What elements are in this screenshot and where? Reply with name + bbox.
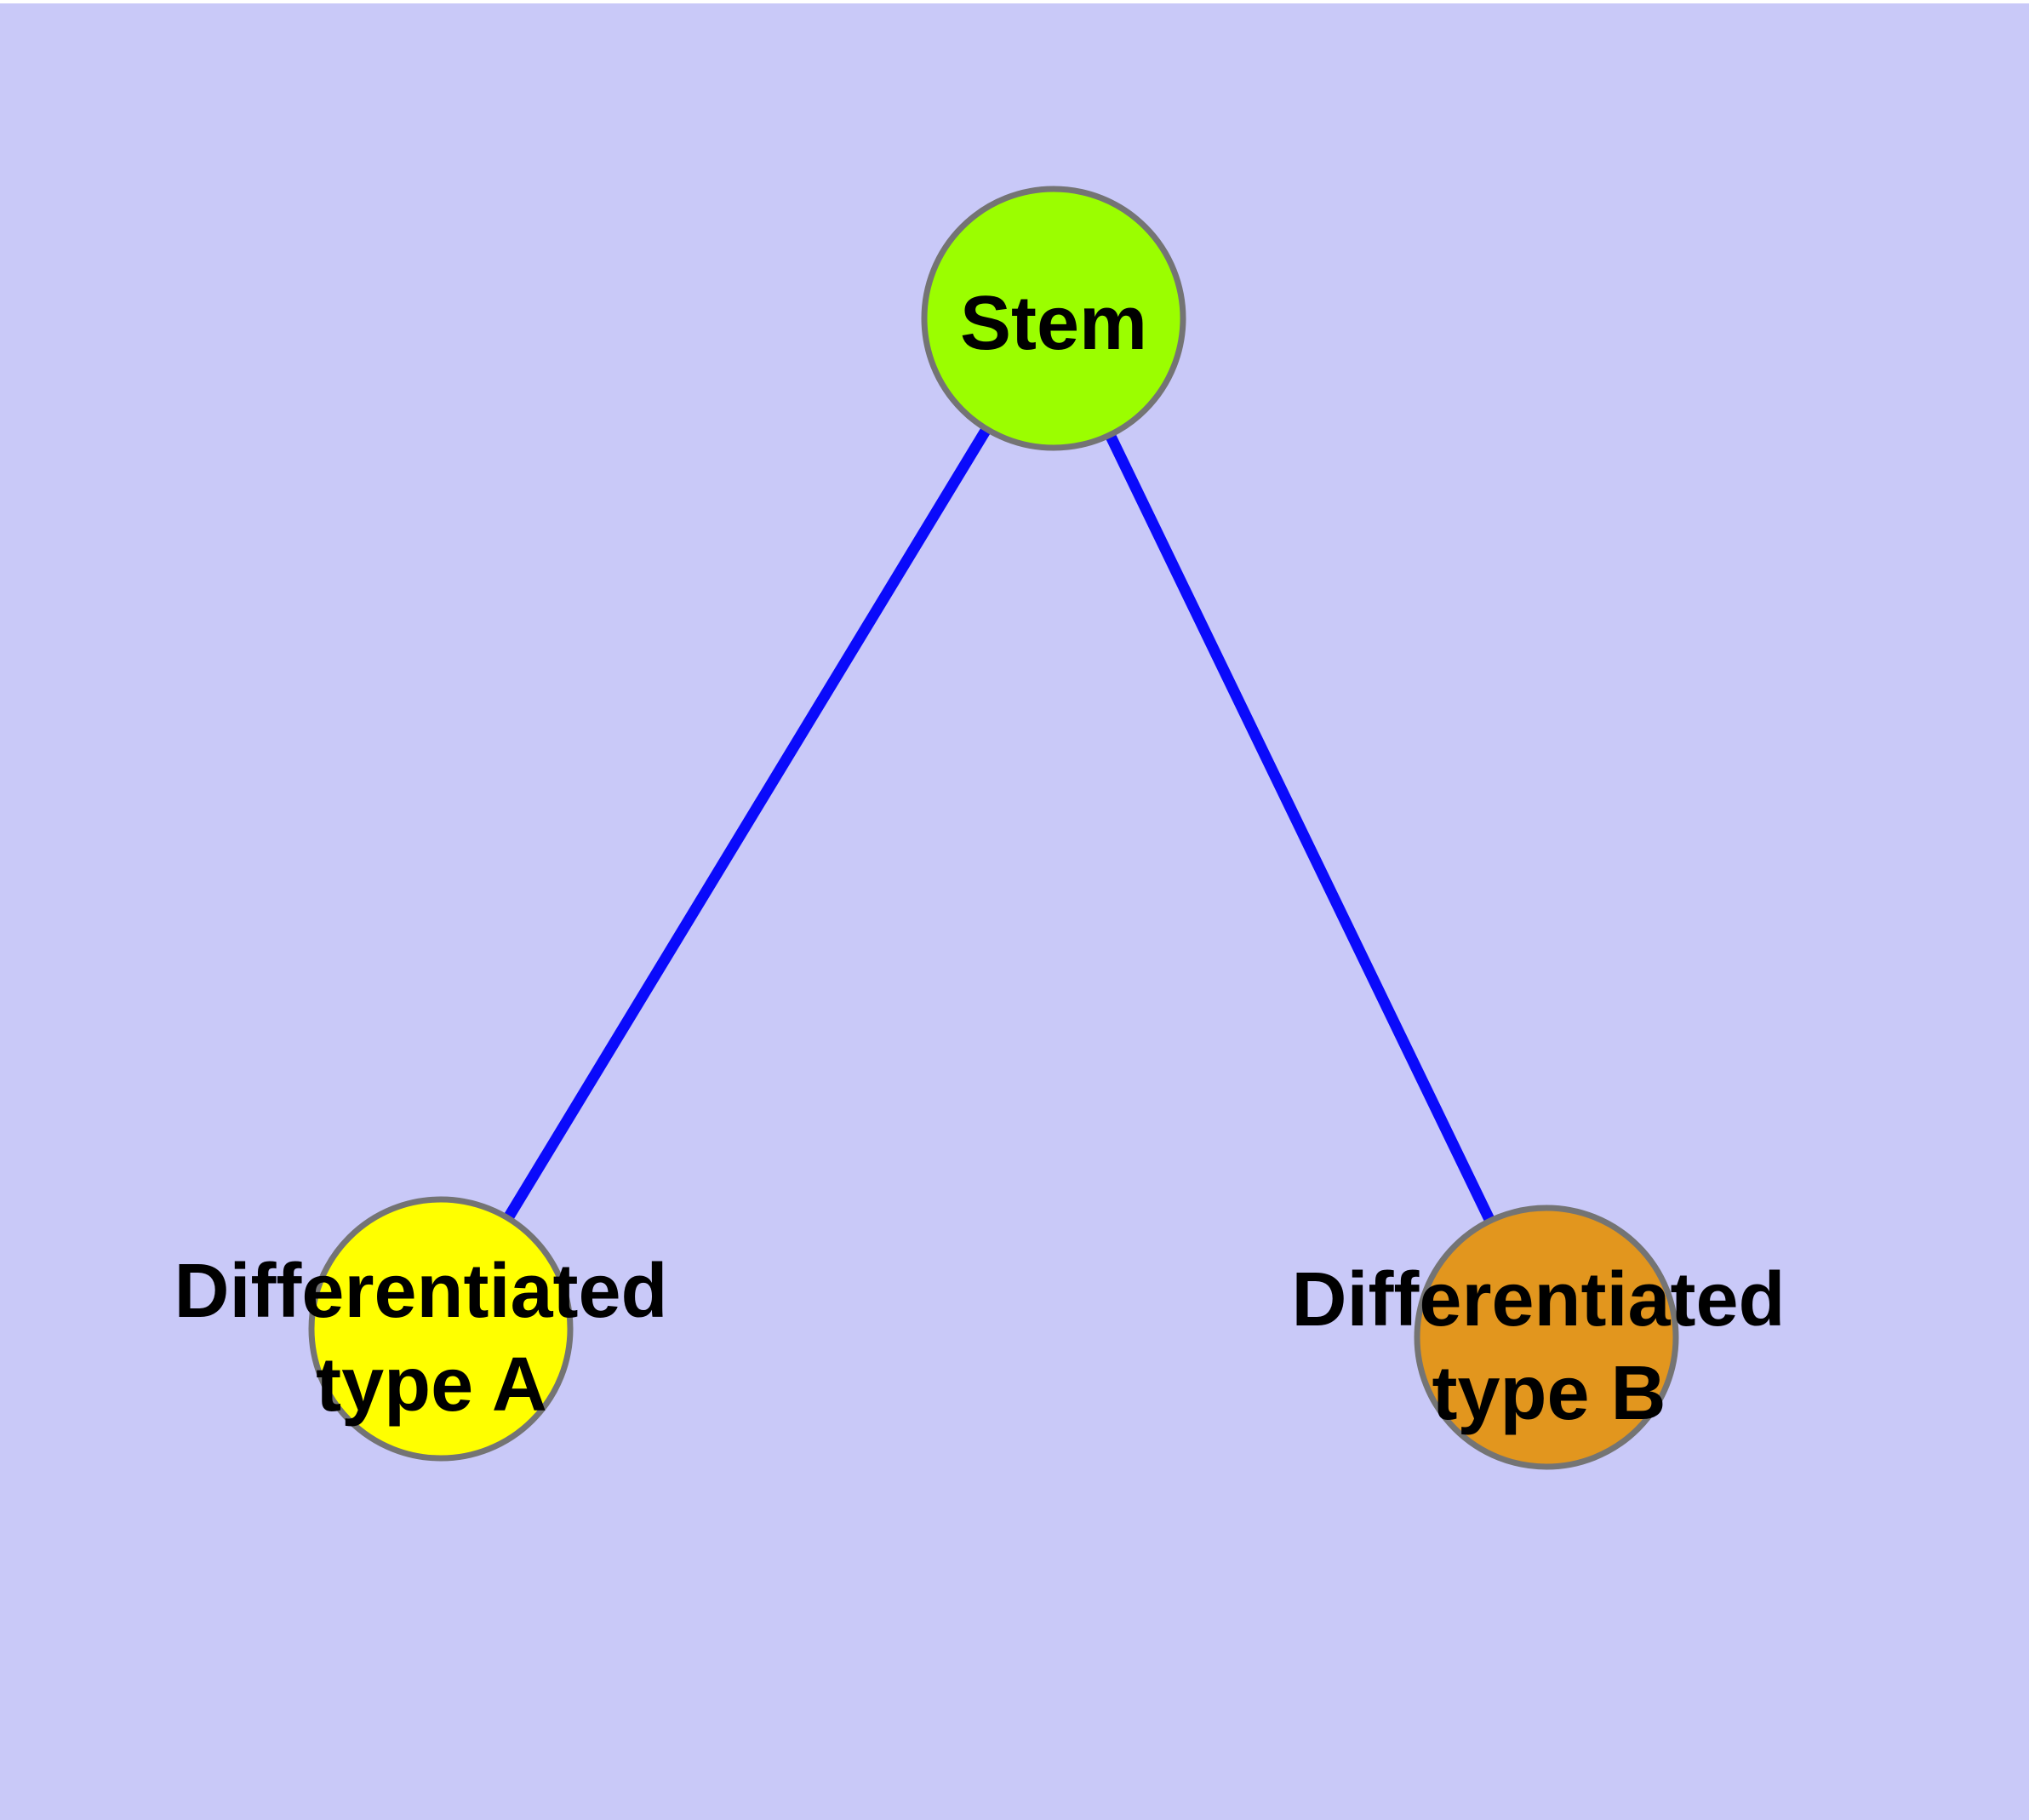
edge-stem-to-differentiated-type-a xyxy=(436,315,1059,1332)
node-label-differentiated-type-a-line1: Differentiated xyxy=(174,1249,667,1334)
edge-stem-to-differentiated-type-b xyxy=(1049,316,1552,1340)
node-label-stem: Stem xyxy=(960,281,1147,366)
top-border-strip xyxy=(0,0,2029,3)
node-label-differentiated-type-a-line2: type A xyxy=(316,1342,547,1428)
node-label-differentiated-type-b-line2: type B xyxy=(1432,1351,1666,1436)
node-label-differentiated-type-b-line1: Differentiated xyxy=(1291,1257,1785,1342)
node-stem xyxy=(921,186,1186,451)
node-label-differentiated-type-a: Differentiated type A xyxy=(174,1249,689,1428)
node-differentiated-type-a xyxy=(308,1196,574,1462)
node-differentiated-type-b xyxy=(1414,1205,1679,1470)
node-label-differentiated-type-b: Differentiated type B xyxy=(1291,1257,1806,1436)
